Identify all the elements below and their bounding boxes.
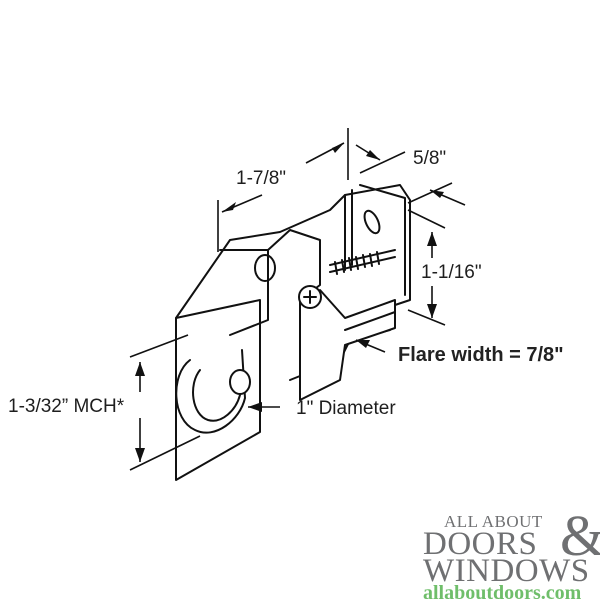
wheel-diameter-label: 1" Diameter: [296, 398, 396, 419]
logo-line-doors: DOORS: [423, 526, 538, 562]
logo-url: allaboutdoors.com: [423, 582, 582, 600]
flare-width-label: Flare width = 7/8": [398, 344, 564, 366]
logo-ampersand: &: [560, 502, 600, 569]
mch-dimension-label: 1-3/32” MCH*: [8, 396, 125, 417]
brand-logo: ALL ABOUT & DOORS WINDOWS allaboutdoors.…: [420, 503, 600, 600]
height-dimension-label: 1-1/16": [421, 262, 482, 283]
logo-line-windows: WINDOWS: [423, 553, 590, 589]
length-dimension-label: 1-7/8": [236, 168, 287, 189]
width-dimension-label: 5/8": [413, 148, 447, 169]
logo-line-all-about: ALL ABOUT: [444, 512, 543, 531]
